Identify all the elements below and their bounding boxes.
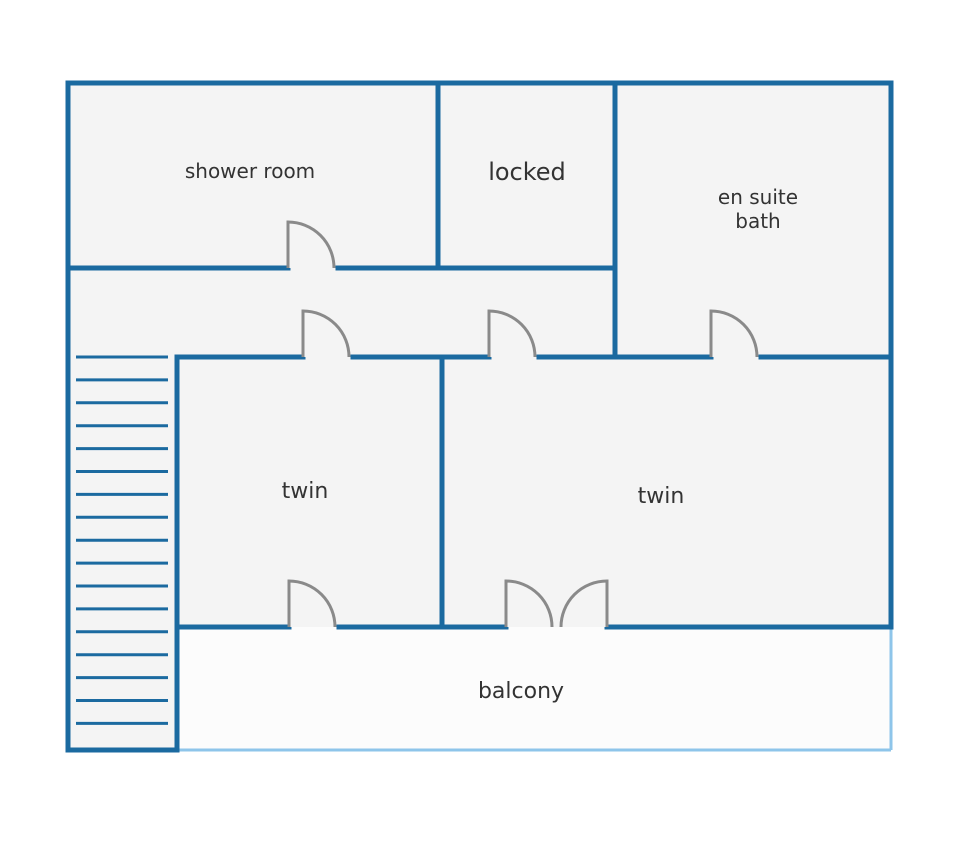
door-corridor-left-twin[interactable] (301, 309, 351, 358)
stair-floor (68, 627, 177, 750)
label-twin-left: twin (282, 479, 329, 504)
label-shower-room: shower room (185, 159, 315, 183)
label-en-suite: en suite (718, 185, 798, 209)
label-twin-right: twin (638, 484, 685, 509)
staircase[interactable] (76, 355, 168, 725)
door-left-twin-balcony[interactable] (287, 579, 337, 628)
balcony-floor (177, 627, 891, 750)
door-en-suite-bath[interactable] (709, 309, 759, 358)
label-locked: locked (488, 158, 566, 186)
doors (286, 220, 759, 628)
balcony-railing (177, 627, 893, 752)
walls (65, 80, 894, 753)
door-right-twin-balcony-right-leaf[interactable] (559, 579, 609, 628)
label-balcony: balcony (478, 679, 564, 704)
label-bath: bath (735, 209, 780, 233)
door-right-twin-balcony-left-leaf[interactable] (504, 579, 554, 628)
door-shower-room[interactable] (286, 220, 336, 269)
floor-areas (68, 83, 891, 750)
room-labels: shower room locked en suite bath twin tw… (185, 158, 798, 704)
door-corridor-right-twin[interactable] (487, 309, 537, 358)
